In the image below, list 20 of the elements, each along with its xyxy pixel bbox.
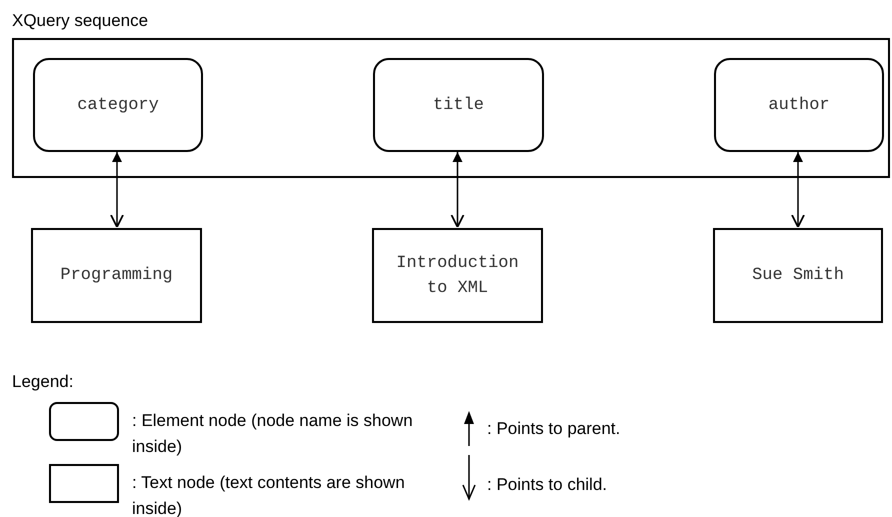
node-label: Introduction to XML: [395, 252, 520, 300]
text-node-box: [31, 228, 202, 323]
legend-text: : Element node (node name is shown inside): [132, 410, 414, 458]
double-arrow: [791, 152, 805, 228]
legend-heading: Legend:: [12, 371, 74, 393]
double-arrow: [110, 152, 124, 228]
node-label: Programming: [60, 265, 173, 287]
legend-text: : Points to child.: [487, 474, 608, 496]
element-node-box: [33, 58, 203, 152]
text-node-box: [713, 228, 883, 323]
legend-text: : Points to parent.: [487, 418, 622, 440]
double-arrow: [450, 152, 464, 228]
node-label: category: [77, 94, 159, 116]
node-label: Sue Smith: [752, 265, 844, 287]
node-label: author: [768, 94, 830, 116]
text-node-box: [372, 228, 543, 323]
element-node-box: [373, 58, 544, 152]
frame-heading: XQuery sequence: [12, 10, 148, 32]
element-node-box: [714, 58, 884, 152]
node-label: title: [432, 94, 484, 116]
